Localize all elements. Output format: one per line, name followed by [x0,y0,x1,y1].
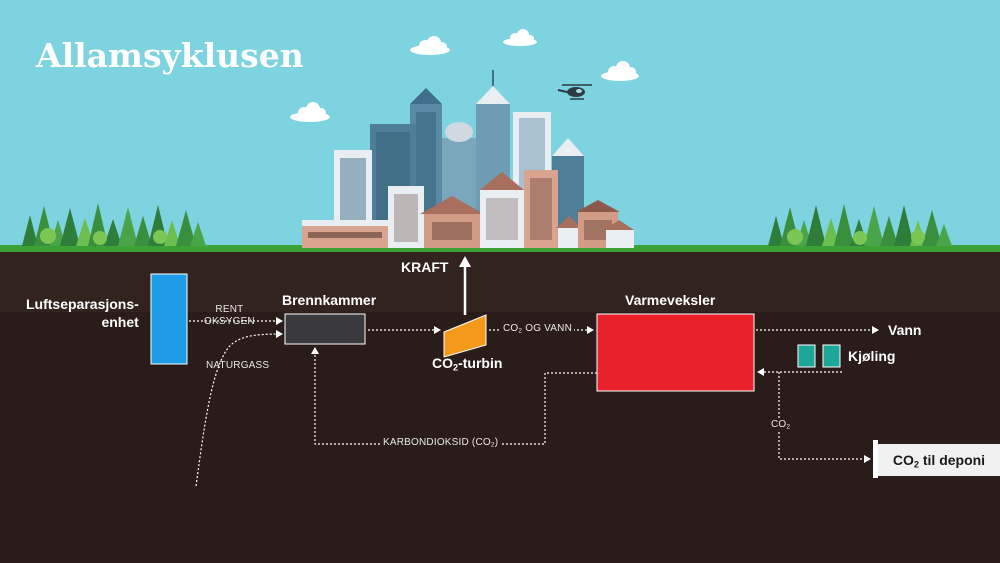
cooling-label: Kjøling [848,348,896,364]
cloud-icon [290,102,330,122]
tree-icon [22,203,206,246]
co2-and-water-prefix: CO [503,323,519,334]
carbon-dioxide-label: KARBONDIOKSID (CO2) [381,437,501,449]
building-icon [480,172,524,248]
pure-oxygen-label-line1: RENT [215,304,244,315]
page-title: Allamsyklusen [36,36,304,75]
tree-icon [768,204,952,246]
turbine-label: CO2-turbin [432,355,502,372]
air-separation-label-line1: Luftseparasjons- [26,296,139,312]
heat-exchanger [596,313,755,392]
co2-and-water-suffix: OG VANN [522,323,572,334]
co2-storage-box: CO2 til deponi [878,444,1000,476]
ground-top-shade [0,252,1000,312]
air-separation-label: Luftseparasjons- enhet [26,295,139,331]
turbine-label-sub: 2 [453,362,459,373]
building-icon [604,220,634,248]
carbon-dioxide-suffix: ) [494,437,499,448]
storage-marker [873,440,878,478]
air-separation-unit [150,273,188,365]
grass-strip [0,245,1000,252]
combustor [284,313,366,345]
flow-carbon-dioxide-recycle [311,347,597,445]
turbine-label-prefix: CO [432,355,453,371]
power-label: KRAFT [401,259,449,275]
cloud-icon [410,36,450,55]
carbon-dioxide-prefix: KARBONDIOKSID (CO [383,437,491,448]
co2-label: CO2 [770,419,792,431]
city-skyline [302,70,634,248]
building-icon [302,220,388,248]
co2-storage-sub: 2 [913,459,919,470]
building-icon [388,186,424,248]
water-label: Vann [888,322,922,338]
co2-label-prefix: CO [771,419,787,430]
heat-exchanger-label: Varmeveksler [625,292,716,308]
co2-label-sub: 2 [786,423,791,431]
co2-storage-suffix: til deponi [918,452,986,468]
pure-oxygen-label-line2: OKSYGEN [204,316,255,327]
cloud-icon [601,61,639,81]
cloud-icon [503,29,537,46]
building-icon [556,216,582,248]
pure-oxygen-label: RENT OKSYGEN [204,304,255,328]
natural-gas-label: NATURGASS [206,360,270,371]
co2-and-water-label: CO2 OG VANN [501,323,574,335]
carbon-dioxide-sub: 2 [490,441,495,449]
building-icon [420,196,484,248]
co2-turbine [443,314,487,358]
helicopter-icon [557,84,592,100]
cooler-right [822,344,841,368]
cooler-left [797,344,816,368]
turbine-label-suffix: -turbin [458,355,503,371]
combustor-label: Brennkammer [282,292,377,308]
flow-co2-to-storage [778,372,871,463]
flow-natural-gas [195,330,283,487]
co2-storage-prefix: CO [892,452,914,468]
air-separation-label-line2: enhet [101,314,139,330]
co2-and-water-sub: 2 [518,327,523,335]
building-icon [524,170,558,248]
